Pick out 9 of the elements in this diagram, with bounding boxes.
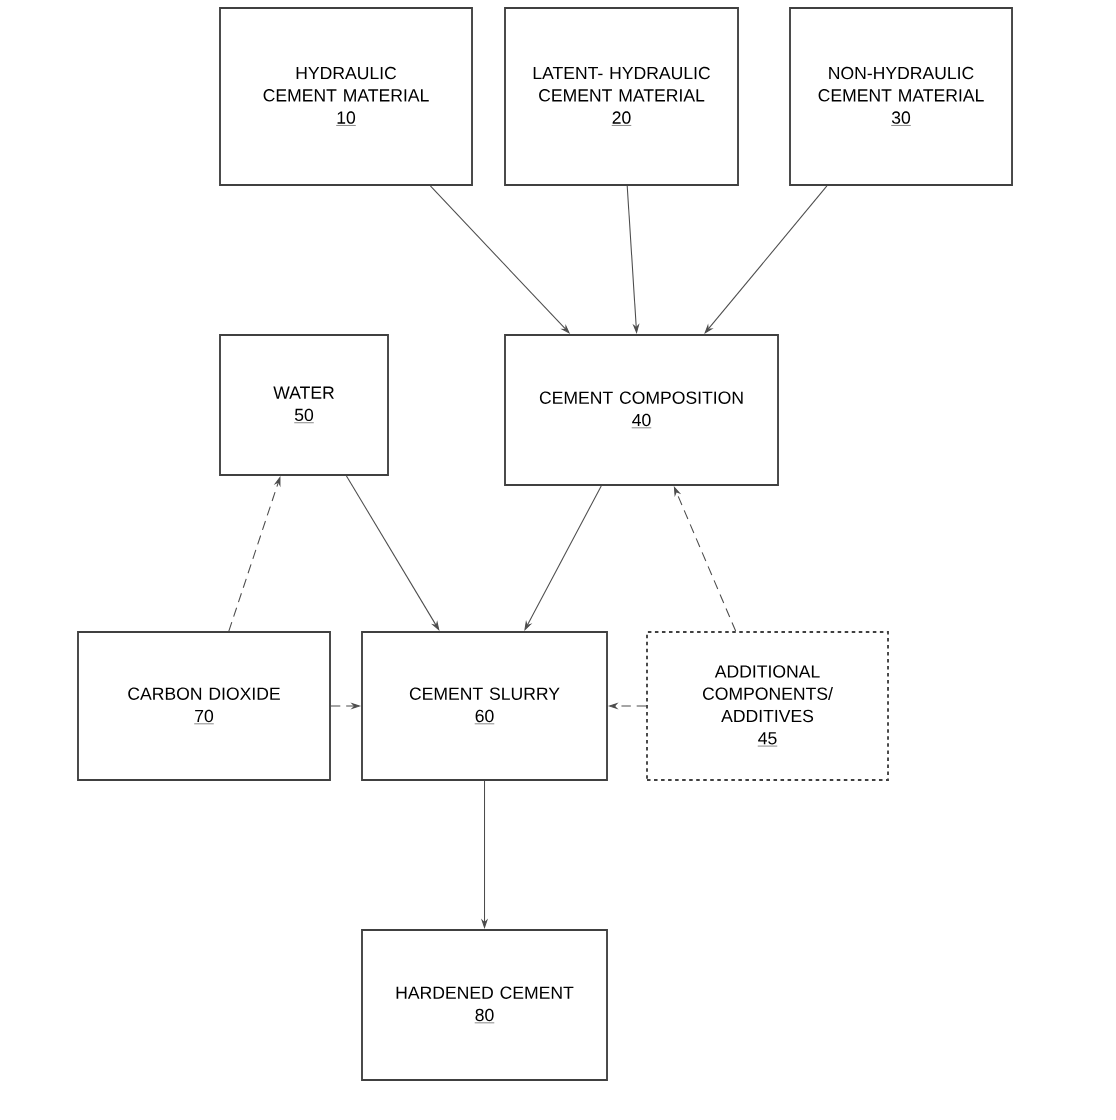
- process-box: HARDENED CEMENT 80: [361, 929, 608, 1081]
- process-box: HYDRAULIC CEMENT MATERIAL 10: [219, 7, 473, 186]
- process-box: CARBON DIOXIDE 70: [77, 631, 331, 781]
- process-box: WATER 50: [219, 334, 389, 476]
- process-box: ADDITIONAL COMPONENTS/ ADDITIVES 45: [646, 631, 889, 781]
- process-box: CEMENT SLURRY 60: [361, 631, 608, 781]
- process-box: LATENT- HYDRAULIC CEMENT MATERIAL 20: [504, 7, 739, 186]
- process-box: NON-HYDRAULIC CEMENT MATERIAL 30: [789, 7, 1013, 186]
- process-box: CEMENT COMPOSITION 40: [504, 334, 779, 486]
